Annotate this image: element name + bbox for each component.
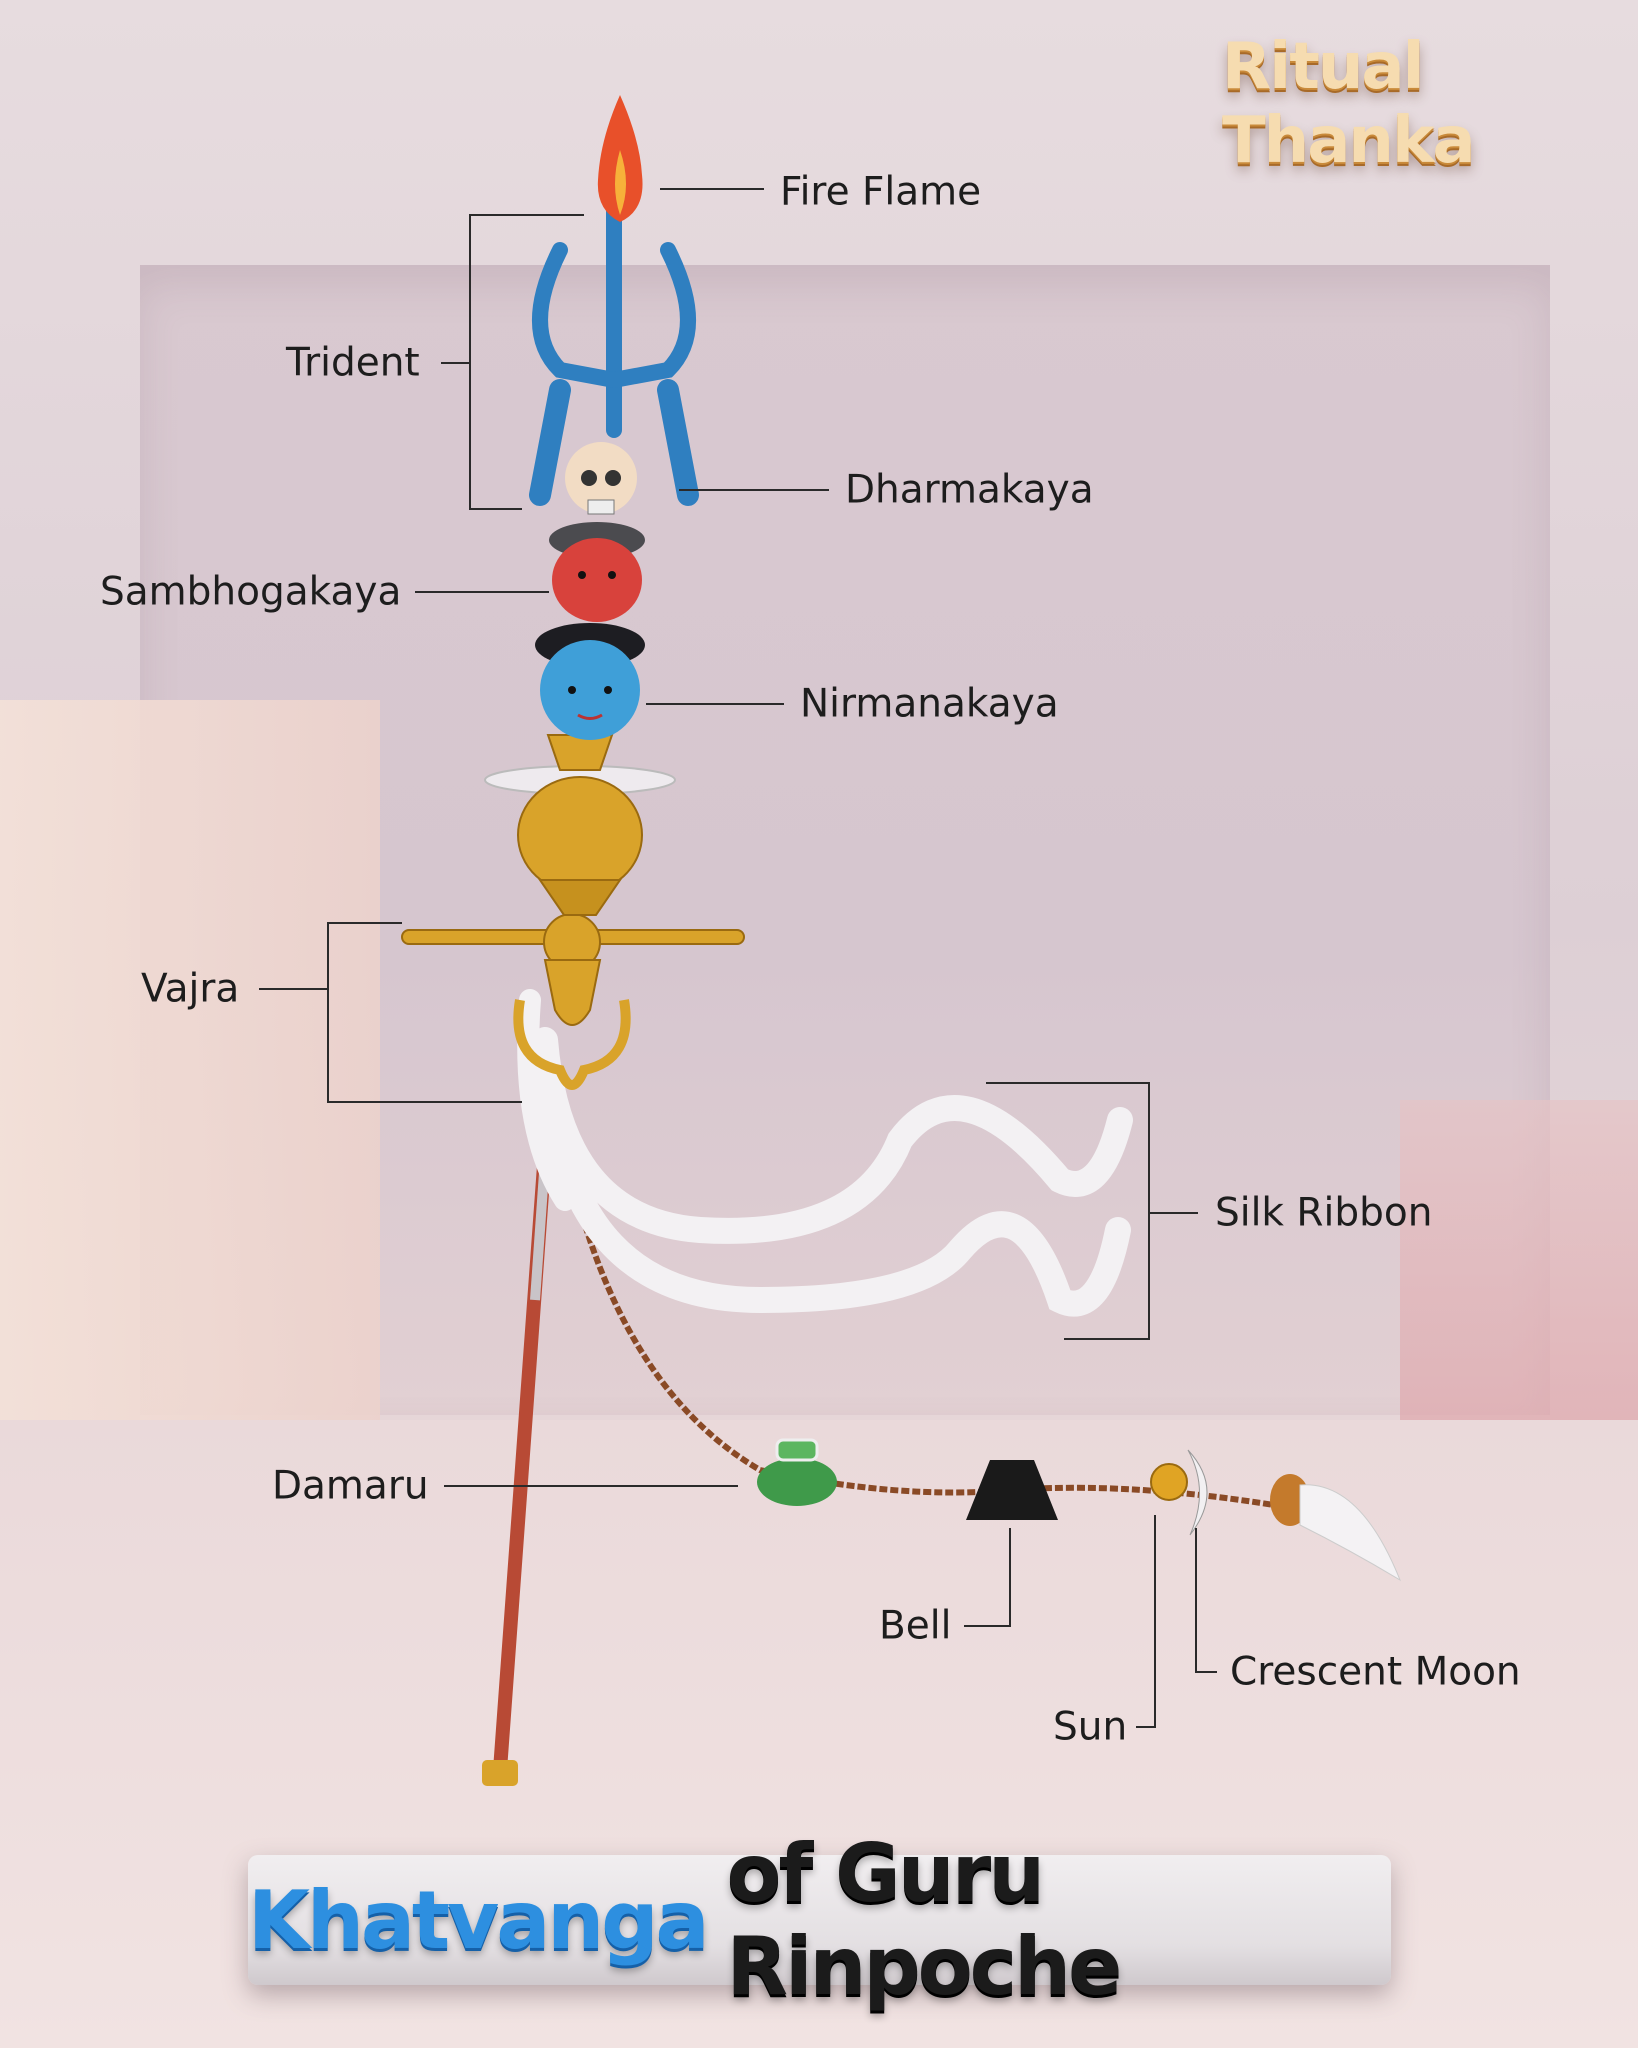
vajra: [401, 913, 745, 1090]
trident: [529, 202, 699, 506]
bell-leader: [964, 1528, 1011, 1627]
leader-lines: [259, 188, 1217, 1728]
vase: [484, 734, 676, 916]
label-nirmanakaya: Nirmanakaya: [800, 681, 1059, 727]
crescent-moon: [1187, 1449, 1208, 1536]
label-sun: Sun: [1053, 1704, 1128, 1750]
label-bell: Bell: [879, 1603, 952, 1649]
label-crescent-moon: Crescent Moon: [1230, 1649, 1521, 1695]
sun-leader: [1136, 1515, 1156, 1728]
label-sambhogakaya: Sambhogakaya: [100, 569, 402, 615]
label-vajra: Vajra: [141, 966, 240, 1012]
trident-leader: [441, 214, 584, 510]
damaru: [757, 1438, 837, 1506]
sambhogakaya-head: [549, 522, 645, 622]
vajra-leader: [259, 922, 522, 1103]
staff-cap: [482, 1760, 518, 1786]
skull-dharmakaya: [565, 442, 637, 515]
label-trident: Trident: [286, 340, 420, 386]
tassel: [1270, 1474, 1402, 1582]
silk-ribbons: [517, 989, 1133, 1317]
silk-ribbon-leader: [986, 1082, 1198, 1340]
title-plaque: Khatvanga of Guru Rinpoche: [248, 1827, 1391, 2013]
crescent-moon-leader: [1195, 1528, 1217, 1673]
nirmanakaya-head: [535, 623, 645, 740]
title-highlight: Khatvanga: [248, 1873, 710, 1967]
title-rest: of Guru Rinpoche: [726, 1827, 1123, 2013]
label-fire-flame: Fire Flame: [780, 169, 982, 215]
label-damaru: Damaru: [272, 1463, 429, 1509]
label-dharmakaya: Dharmakaya: [845, 467, 1094, 513]
label-silk-ribbon: Silk Ribbon: [1215, 1190, 1433, 1236]
bell: [966, 1460, 1058, 1520]
sun: [1150, 1463, 1188, 1501]
brand-logo: Ritual Thanka: [1222, 30, 1476, 178]
